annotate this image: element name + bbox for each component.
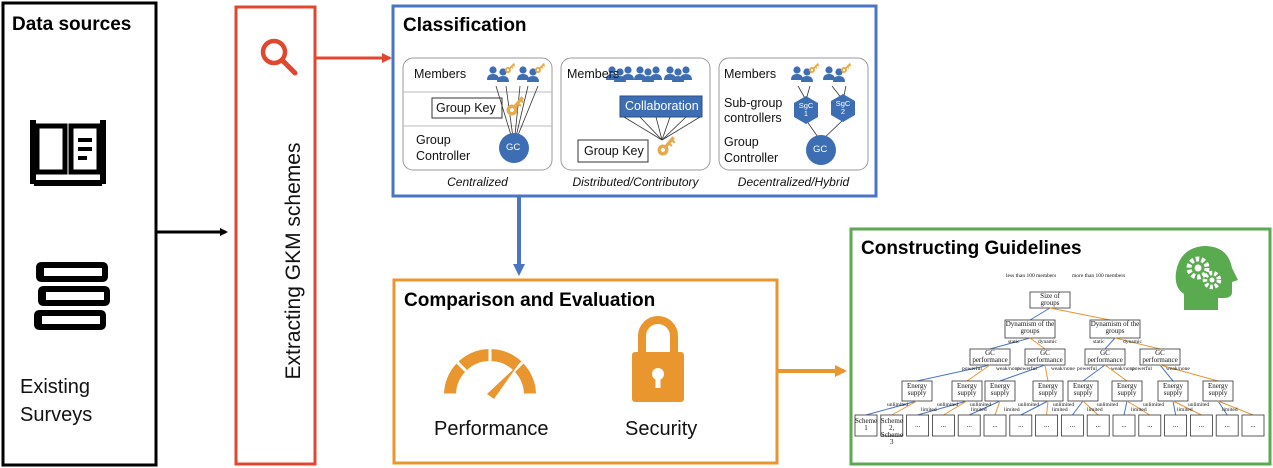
tree-edge-l2: [1159, 364, 1174, 382]
data-sources-box: [1, 1, 158, 467]
tree-edge-l3: [1126, 400, 1151, 416]
tree-root-node: [1029, 291, 1071, 309]
sgc-node-2: [831, 94, 855, 122]
tree-leaf-node: [1035, 414, 1058, 437]
tree-edge-l3: [1217, 400, 1254, 416]
tree-gc-performance-node: [969, 348, 1011, 366]
tree-leaf-node: [1009, 414, 1033, 437]
tree-edge-l2: [916, 364, 991, 382]
tree-edge-l3: [1172, 400, 1177, 416]
tree-edge-l3: [1123, 400, 1128, 416]
tree-edge-l3: [1082, 400, 1099, 416]
tree-leaf-node: [932, 414, 955, 437]
tree-leaf-node: [1061, 414, 1084, 437]
tree-gc-performance-node: [1084, 348, 1126, 366]
tree-edge-l3: [1072, 400, 1084, 416]
tree-edge-root-left: [1029, 307, 1051, 321]
tree-leaf-node: [1241, 414, 1265, 437]
tree-edge-l2: [999, 364, 1046, 382]
tree-energy-supply-node: [1202, 380, 1234, 402]
tree-energy-supply-node: [1111, 380, 1143, 402]
tree-edge-l1: [1114, 337, 1161, 350]
tree-edge-l3: [968, 400, 1001, 416]
tree-leaf-node: [1190, 414, 1213, 437]
tree-energy-supply-node: [984, 380, 1016, 402]
tree-edge-l3: [1046, 400, 1049, 416]
tree-dynamism-node: [1004, 319, 1056, 339]
tree-edge-l3: [994, 400, 1001, 416]
tree-edge-l2: [1159, 364, 1219, 382]
tree-leaf-node: [1164, 414, 1187, 437]
tree-leaf-node: [1112, 414, 1136, 437]
magnifier-icon: [260, 38, 298, 76]
head-with-gears-icon: [1175, 246, 1238, 310]
tree-leaf-node: [1086, 414, 1110, 437]
tree-edge-l3: [917, 400, 968, 416]
tree-edge-l3: [943, 400, 968, 416]
tree-energy-supply-node: [1157, 380, 1189, 402]
tree-edge-l3: [891, 400, 918, 416]
tree-energy-supply-node: [951, 380, 983, 402]
tree-edge-l3: [1020, 400, 1049, 416]
tree-edge-l2: [1044, 364, 1049, 382]
gc-node-3: [806, 135, 836, 165]
tree-gc-performance-node: [1139, 348, 1181, 366]
tree-leaf-node: [906, 414, 929, 437]
tree-edge-l1: [1029, 337, 1046, 350]
tree-gc-performance-node: [1024, 348, 1066, 366]
tree-leaf-node: [854, 414, 878, 437]
group-key-box-1: [431, 97, 503, 119]
padlock-icon: [632, 316, 684, 402]
tree-edge-l2: [1104, 364, 1128, 382]
tree-energy-supply-node: [1067, 380, 1099, 402]
tree-edge-l3: [865, 400, 918, 416]
members-icons-2: [606, 66, 692, 82]
tree-leaf-node: [1138, 414, 1162, 437]
tree-edge-l1: [989, 337, 1031, 350]
open-book-icon: [30, 120, 106, 186]
tree-leaf-node: [957, 414, 981, 437]
tree-edge-l3: [1172, 400, 1202, 416]
tree-leaf-node: [983, 414, 1007, 437]
group-key-box-2: [577, 139, 649, 163]
tree-dynamism-node: [1089, 319, 1141, 339]
tree-energy-supply-node: [1032, 380, 1064, 402]
extract-box: [234, 5, 317, 466]
tree-energy-supply-node: [901, 380, 933, 402]
tree-leaf-node: [880, 414, 904, 437]
speedometer-icon: [444, 349, 536, 399]
tree-edge-l2: [966, 364, 991, 382]
tree-edge-l1: [1104, 337, 1116, 350]
decision-tree: [854, 291, 1265, 437]
tree-edge-l2: [1082, 364, 1106, 382]
collaboration-box: [619, 95, 703, 118]
collab-lines: [623, 116, 701, 141]
tree-edge-root-right: [1049, 307, 1111, 321]
sgc-node-1: [794, 96, 818, 124]
tree-edge-l3: [1217, 400, 1228, 416]
stack-of-books-icon: [34, 262, 110, 330]
gc-node-1: [499, 133, 529, 163]
tree-leaf-node: [1215, 414, 1239, 437]
